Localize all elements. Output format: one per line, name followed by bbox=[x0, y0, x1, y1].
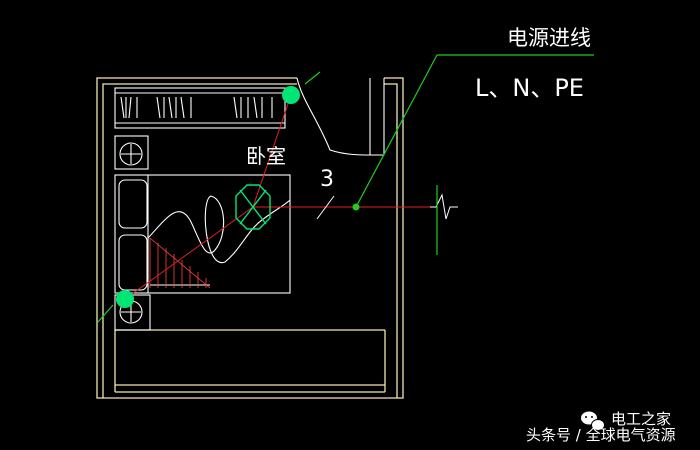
watermark-source: 头条号 / 全球电气资源 bbox=[526, 426, 676, 444]
ceiling-light-icon bbox=[235, 184, 271, 230]
door bbox=[296, 77, 385, 156]
circuit-wiring bbox=[124, 94, 430, 300]
circuit-tick bbox=[316, 195, 335, 220]
leader-junction-dot bbox=[352, 203, 360, 211]
power-inlet-leader bbox=[97, 54, 594, 323]
room-walls bbox=[96, 77, 404, 399]
power-inlet-title: 电源进线 bbox=[507, 26, 591, 50]
wall-switch-bottom-icon bbox=[116, 290, 134, 308]
room-label: 卧室 bbox=[246, 144, 286, 168]
wardrobe bbox=[114, 87, 286, 129]
wardrobe-hangers bbox=[120, 96, 273, 119]
bed-hatch bbox=[149, 237, 211, 289]
watermark: 电工之家 头条号 / 全球电气资源 bbox=[526, 410, 676, 444]
power-inlet-conductors: L、N、PE bbox=[475, 74, 584, 102]
break-line bbox=[430, 193, 458, 220]
wechat-icon bbox=[581, 411, 605, 431]
watermark-channel: 电工之家 bbox=[611, 410, 671, 428]
bed bbox=[114, 174, 291, 294]
nightstand-top bbox=[114, 135, 149, 170]
circuit-number: 3 bbox=[320, 167, 334, 192]
wall-switch-top-icon bbox=[282, 86, 300, 104]
